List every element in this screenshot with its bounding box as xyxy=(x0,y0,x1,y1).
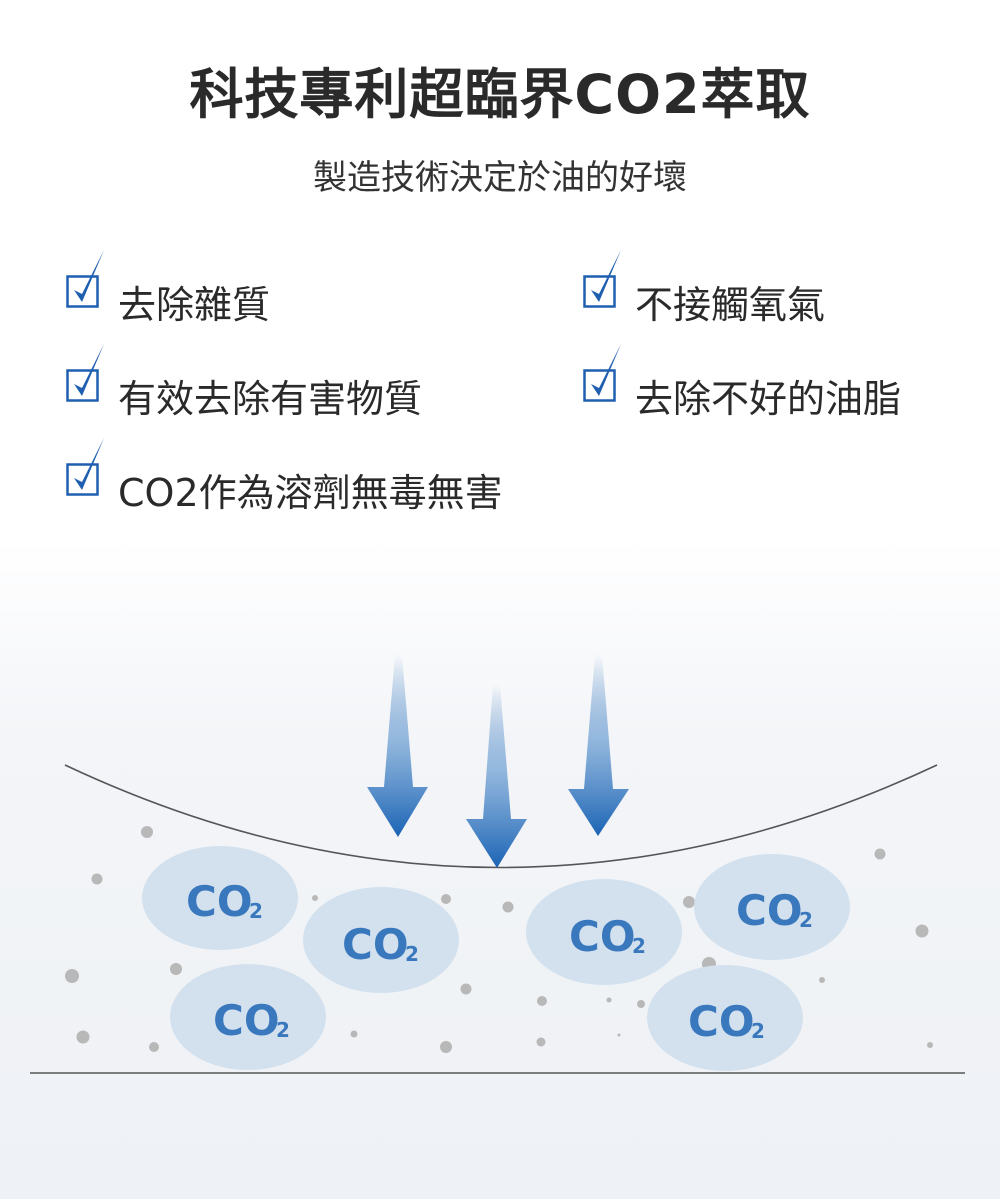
page-title: 科技專利超臨界CO2萃取 xyxy=(189,63,811,126)
arrow-down-icon xyxy=(367,655,428,837)
svg-text:CO: CO xyxy=(688,997,755,1046)
check-item-label: CO2作為溶劑無毒無害 xyxy=(118,471,503,515)
svg-text:CO: CO xyxy=(186,877,253,926)
check-item-label: 去除不好的油脂 xyxy=(635,377,902,421)
check-item-label: 去除雜質 xyxy=(118,283,271,327)
checkbox-checked-icon xyxy=(583,250,621,308)
svg-text:2: 2 xyxy=(751,1019,765,1043)
svg-text:2: 2 xyxy=(249,899,263,923)
check-item-label: 有效去除有害物質 xyxy=(118,377,423,421)
co2-bubble: CO 2 xyxy=(142,846,298,950)
checkbox-checked-icon xyxy=(66,438,104,496)
arrow-down-icon xyxy=(568,655,629,836)
svg-text:2: 2 xyxy=(632,934,646,958)
co2-bubble: CO 2 xyxy=(647,965,803,1071)
page-subtitle: 製造技術決定於油的好壞 xyxy=(313,158,687,198)
co2-bubble: CO 2 xyxy=(170,964,326,1070)
surface-curve xyxy=(64,764,938,869)
checkbox-checked-icon xyxy=(583,344,621,402)
check-item-label: 不接觸氧氣 xyxy=(635,283,826,327)
svg-text:2: 2 xyxy=(799,908,813,932)
svg-text:CO: CO xyxy=(342,920,409,969)
arrow-down-icon xyxy=(466,685,527,868)
co2-bubble: CO 2 xyxy=(694,854,850,960)
checkbox-checked-icon xyxy=(66,250,104,308)
svg-text:CO: CO xyxy=(213,996,280,1045)
co2-bubble: CO 2 xyxy=(526,879,682,985)
checkbox-checked-icon xyxy=(66,344,104,402)
svg-text:2: 2 xyxy=(276,1018,290,1042)
svg-text:CO: CO xyxy=(736,886,803,935)
extraction-illustration: CO 2 CO 2 CO 2 CO 2 CO 2 CO 2 xyxy=(30,655,965,1074)
svg-text:2: 2 xyxy=(405,942,419,966)
co2-bubble: CO 2 xyxy=(303,887,459,993)
svg-text:CO: CO xyxy=(569,912,636,961)
particles xyxy=(65,826,933,1053)
